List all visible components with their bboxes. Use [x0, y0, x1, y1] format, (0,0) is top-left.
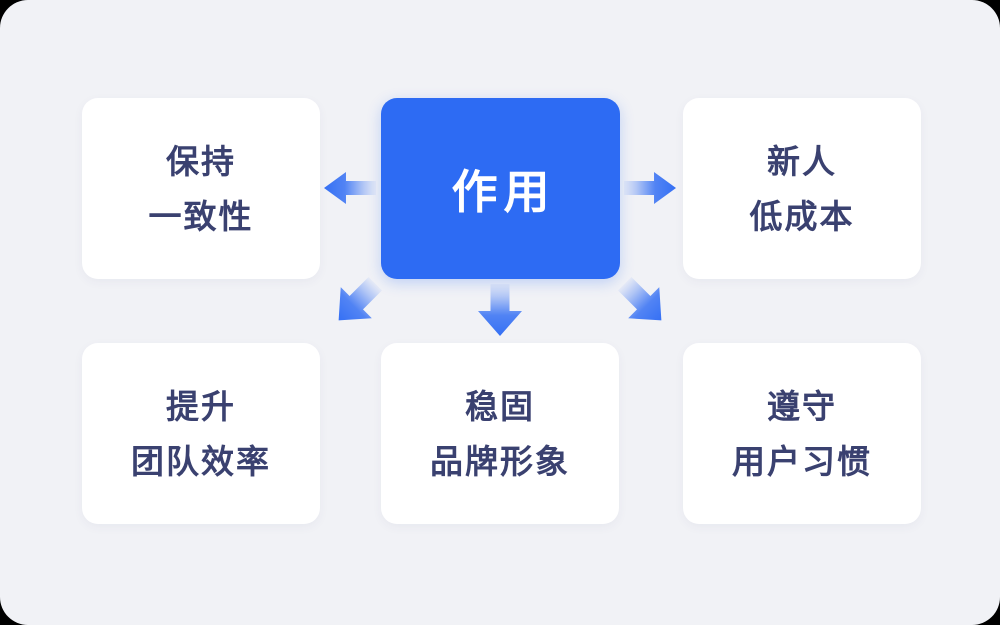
node-label-line: 提升 [166, 387, 236, 425]
arrow-down-left-icon [338, 276, 383, 321]
arrow-down-icon [478, 284, 522, 336]
node-improve-team-efficiency: 提升 团队效率 [82, 343, 320, 524]
node-follow-user-habits: 遵守 用户习惯 [683, 343, 921, 524]
arrow-right-icon [624, 172, 676, 204]
center-node: 作用 [381, 98, 620, 279]
node-label-line: 新人 [767, 142, 837, 180]
node-label-line: 一致性 [148, 197, 254, 235]
arrow-left-icon [324, 172, 376, 204]
node-label-line: 遵守 [767, 387, 837, 425]
node-label-line: 团队效率 [131, 442, 271, 480]
node-stable-brand-image: 稳固 品牌形象 [381, 343, 619, 524]
arrow-down-right-icon [617, 276, 662, 321]
node-keep-consistency: 保持 一致性 [82, 98, 320, 279]
node-label-line: 保持 [166, 142, 236, 180]
center-node-label: 作用 [451, 165, 556, 218]
node-label-line: 用户习惯 [732, 442, 872, 480]
node-label-line: 品牌形象 [430, 442, 570, 480]
node-label-line: 稳固 [465, 387, 535, 425]
node-newcomer-low-cost: 新人 低成本 [683, 98, 921, 279]
node-label-line: 低成本 [749, 197, 855, 235]
